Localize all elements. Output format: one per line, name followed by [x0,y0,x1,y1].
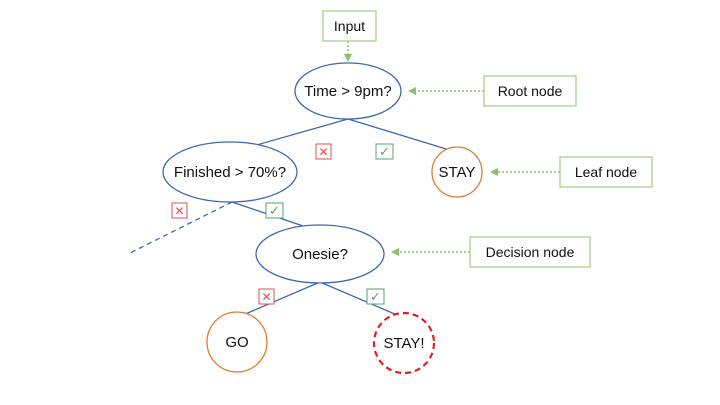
go-leaf-label: GO [225,334,248,351]
root-node: Time > 9pm? [294,62,402,120]
branch-mark-no-finished: ✕ [171,202,188,219]
finished-node-shape [162,141,298,203]
check-icon: ✓ [379,145,390,160]
branch-mark-no-onesie: ✕ [258,288,275,305]
go-leaf-node: GO [206,311,268,373]
edge-onesie-to-stay-final [319,281,405,319]
check-icon: ✓ [370,290,381,305]
stay-leaf-node: STAY [431,146,483,198]
no-mark-box [171,202,188,219]
root-node-callout: Root node [483,75,577,107]
branch-mark-yes-finished: ✓ [265,202,284,219]
finished-node-label: Finished > 70%? [174,164,286,181]
leaf-node-callout-box [559,156,653,188]
stay-leaf-shape [431,146,483,198]
leaf-node-callout: Leaf node [559,156,653,188]
root-node-callout-box [483,75,577,107]
onesie-node: Onesie? [255,224,385,284]
stay-final-node: STAY! [372,311,436,375]
callout-arrows [344,41,560,256]
input-callout-label: Input [334,18,365,34]
decision-node-callout-box [469,236,591,268]
onesie-node-shape [255,224,385,284]
leaf-node-callout-label: Leaf node [575,164,637,180]
root-node-shape [294,62,402,120]
branch-mark-no-root: ✕ [315,143,332,160]
yes-mark-box [366,288,385,305]
input-callout-box [322,10,377,42]
onesie-node-label: Onesie? [292,246,348,263]
finished-node: Finished > 70%? [162,141,298,203]
close-icon: ✕ [174,204,184,218]
stay-final-shape [372,311,436,375]
decision-node-callout-label: Decision node [486,244,575,260]
stay-leaf-label: STAY [439,164,476,181]
no-mark-box [315,143,332,160]
close-icon: ✕ [261,290,271,304]
edge-finished-to-left-dashed [127,201,233,255]
branch-mark-yes-onesie: ✓ [366,288,385,305]
root-node-callout-label: Root node [498,83,563,99]
check-icon: ✓ [269,204,280,219]
root-node-label: Time > 9pm? [304,83,391,100]
close-icon: ✕ [318,145,328,159]
yes-mark-box [375,143,394,160]
edge-onesie-to-go [235,281,321,319]
decision-node-callout: Decision node [469,236,591,268]
stay-final-label: STAY! [383,335,424,352]
input-callout: Input [322,10,377,42]
go-leaf-shape [206,311,268,373]
yes-mark-box [265,202,284,219]
no-mark-box [258,288,275,305]
branch-mark-yes-root: ✓ [375,143,394,160]
edge-root-to-stay [347,118,457,153]
